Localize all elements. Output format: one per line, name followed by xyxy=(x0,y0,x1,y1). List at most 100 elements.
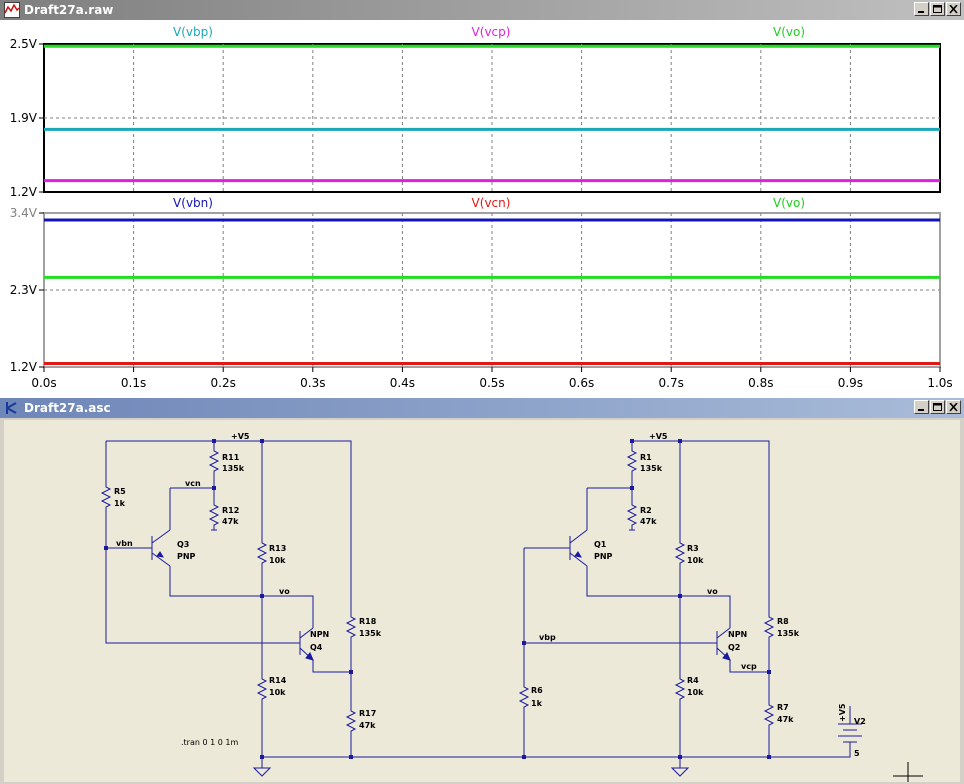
label-R2: R2 xyxy=(640,506,652,515)
label-R7: R7 xyxy=(777,703,789,712)
left-circuit-wires xyxy=(105,440,352,768)
label-R18: R18 xyxy=(359,617,377,626)
label-R13: R13 xyxy=(269,544,286,553)
close-button[interactable] xyxy=(946,2,961,16)
waveform-window[interactable]: Draft27a.raw 2.5V 1.9V 1.2V 3.4V 2.3V 1.2V 0.0… xyxy=(0,0,964,398)
x-tick-label: 1.0s xyxy=(927,376,952,390)
top-trace-label-vo[interactable]: V(vo) xyxy=(773,25,805,39)
Q4-transistor xyxy=(299,627,314,661)
label-R14-value: 10k xyxy=(269,688,286,697)
label-vo-right: vo xyxy=(707,587,718,596)
label-V2-value: 5 xyxy=(854,749,860,758)
label-R18-value: 135k xyxy=(359,629,382,638)
waveform-app-icon xyxy=(4,2,20,18)
label-R3-value: 10k xyxy=(687,556,704,565)
label-R4: R4 xyxy=(687,676,699,685)
label-R6-value: 1k xyxy=(531,699,543,708)
maximize-button[interactable] xyxy=(930,400,945,414)
y-tick-label: 1.2V xyxy=(10,360,38,374)
V2-battery xyxy=(838,718,862,745)
cursor-crosshair-icon xyxy=(893,762,923,782)
label-R17-value: 47k xyxy=(359,721,376,730)
x-tick-label: 0.3s xyxy=(300,376,325,390)
x-tick-label: 0.8s xyxy=(748,376,773,390)
right-ground xyxy=(670,767,690,777)
label-R8-value: 135k xyxy=(777,629,800,638)
bottom-trace-label-vo[interactable]: V(vo) xyxy=(773,196,805,210)
right-resistors xyxy=(518,448,775,730)
close-button[interactable] xyxy=(946,400,961,414)
top-trace-label-vbp[interactable]: V(vbp) xyxy=(173,25,213,39)
Q1-transistor xyxy=(569,529,588,567)
x-tick-label: 0.7s xyxy=(659,376,684,390)
label-vplus-right: +V5 xyxy=(649,432,668,441)
y-tick-label: 1.9V xyxy=(10,111,38,125)
label-Q2: Q2 xyxy=(728,643,740,652)
label-Q1: Q1 xyxy=(594,540,607,549)
label-R3: R3 xyxy=(687,544,699,553)
x-tick-label: 0.9s xyxy=(838,376,863,390)
label-vcp: vcp xyxy=(741,662,757,671)
left-junction-dots xyxy=(104,439,353,759)
label-Q3: Q3 xyxy=(177,540,189,549)
label-R12-value: 47k xyxy=(222,517,239,526)
x-tick-label: 0.2s xyxy=(211,376,236,390)
schematic-canvas[interactable]: +V5 R11 135k R12 47k R5 1k vcn vbn Q3 PN… xyxy=(4,420,960,782)
label-R12: R12 xyxy=(222,506,239,515)
label-R6: R6 xyxy=(531,686,543,695)
label-R5-value: 1k xyxy=(114,499,126,508)
schematic-titlebar[interactable]: Draft27a.asc xyxy=(0,398,964,418)
label-vbn: vbn xyxy=(116,539,133,548)
schematic-title: Draft27a.asc xyxy=(24,401,111,415)
waveform-titlebar[interactable]: Draft27a.raw xyxy=(0,0,964,20)
y-tick-label: 3.4V xyxy=(10,206,38,220)
y-tick-label: 1.2V xyxy=(10,185,38,199)
label-Q3-type: PNP xyxy=(177,552,196,561)
label-V2-source: +V5 xyxy=(838,703,847,722)
right-circuit-wires xyxy=(351,440,851,768)
top-trace-label-vcp[interactable]: V(vcp) xyxy=(472,25,511,39)
bottom-trace-label-vbn[interactable]: V(vbn) xyxy=(173,196,213,210)
right-junction-dots xyxy=(522,439,771,759)
waveform-title: Draft27a.raw xyxy=(24,3,114,17)
label-vplus-left: +V5 xyxy=(231,432,250,441)
label-R7-value: 47k xyxy=(777,715,794,724)
label-R11-value: 135k xyxy=(222,464,245,473)
label-Q2-type: NPN xyxy=(728,630,747,639)
x-tick-label: 0.4s xyxy=(390,376,415,390)
x-tick-label: 0.6s xyxy=(569,376,594,390)
bottom-trace-label-vcn[interactable]: V(vcn) xyxy=(472,196,511,210)
label-Q4: Q4 xyxy=(310,643,323,652)
minimize-button[interactable] xyxy=(914,2,929,16)
x-tick-label: 0.5s xyxy=(479,376,504,390)
plot-area[interactable]: 2.5V 1.9V 1.2V 3.4V 2.3V 1.2V 0.0s 0.1s 0.2s 0.3s… xyxy=(0,20,964,398)
y-tick-label: 2.3V xyxy=(10,283,38,297)
y-tick-label: 2.5V xyxy=(10,37,38,51)
label-R13-value: 10k xyxy=(269,556,286,565)
label-R14: R14 xyxy=(269,676,287,685)
label-R11: R11 xyxy=(222,453,240,462)
label-R5: R5 xyxy=(114,487,126,496)
maximize-button[interactable] xyxy=(930,2,945,16)
label-vbp: vbp xyxy=(539,633,556,642)
label-Q4-type: NPN xyxy=(310,630,329,639)
label-R1: R1 xyxy=(640,453,652,462)
label-tran-directive[interactable]: .tran 0 1 0 1m xyxy=(181,738,238,747)
left-resistors xyxy=(100,448,357,736)
label-Q1-type: PNP xyxy=(594,552,613,561)
schematic-window[interactable]: Draft27a.asc xyxy=(0,398,964,784)
label-vcn: vcn xyxy=(185,479,201,488)
x-tick-label: 0.1s xyxy=(121,376,146,390)
minimize-button[interactable] xyxy=(914,400,929,414)
x-tick-label: 0.0s xyxy=(31,376,56,390)
label-R1-value: 135k xyxy=(640,464,663,473)
label-V2: V2 xyxy=(854,717,866,726)
label-R8: R8 xyxy=(777,617,789,626)
label-R4-value: 10k xyxy=(687,688,704,697)
label-R2-value: 47k xyxy=(640,517,657,526)
left-ground xyxy=(252,767,272,777)
label-vo-left: vo xyxy=(279,587,290,596)
Q3-transistor xyxy=(151,529,171,567)
Q2-transistor xyxy=(716,627,731,661)
label-R17: R17 xyxy=(359,709,376,718)
